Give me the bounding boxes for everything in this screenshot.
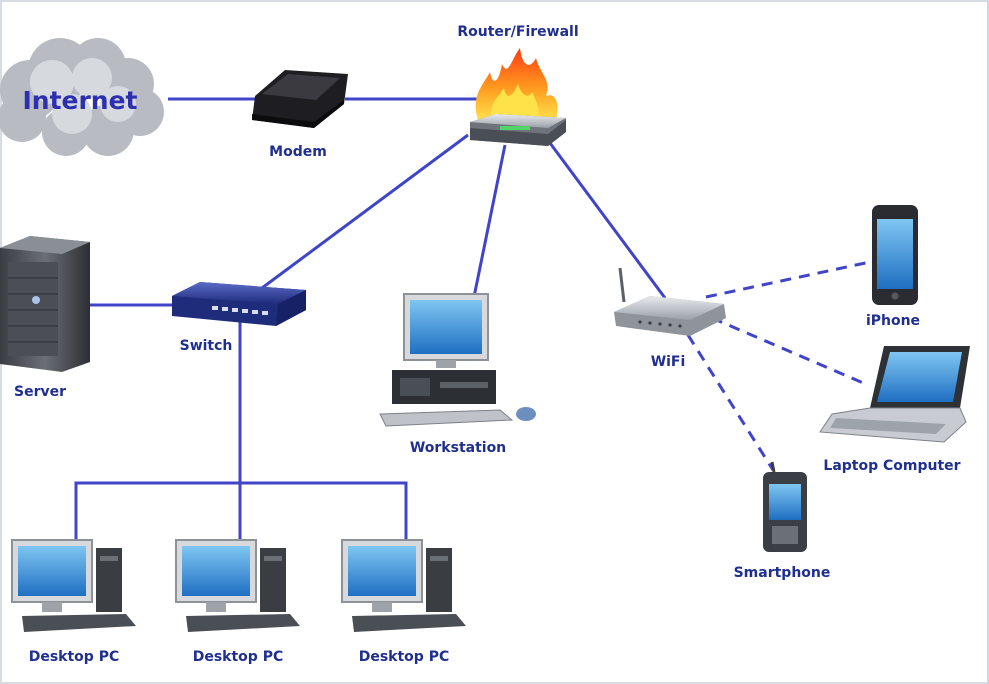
workstation-icon	[379, 293, 536, 427]
laptop-label: Laptop Computer	[823, 458, 960, 474]
wifi-label: WiFi	[651, 354, 686, 370]
desktop-pc-label-2: Desktop PC	[193, 649, 284, 665]
router-icon	[470, 114, 566, 146]
link-router-wifi	[548, 142, 667, 299]
desktop-pc-label-1: Desktop PC	[29, 649, 120, 665]
desktop-pc-icon-1	[11, 539, 136, 632]
laptop-icon	[819, 346, 970, 443]
wireless-links	[686, 260, 871, 471]
internet-label: Internet	[22, 86, 137, 115]
switch-icon	[172, 282, 306, 326]
desktop-pc-icon-2	[175, 539, 300, 632]
link-desktop-bus	[74, 481, 408, 548]
smartphone-icon	[763, 461, 807, 552]
router-label: Router/Firewall	[457, 24, 578, 40]
iphone-icon	[872, 205, 918, 305]
desktop-pc-label-3: Desktop PC	[359, 649, 450, 665]
server-icon	[0, 236, 90, 372]
modem-icon	[252, 70, 348, 128]
wifi-router-icon	[614, 267, 726, 336]
link-wifi-smartphone	[686, 334, 775, 471]
iphone-label: iPhone	[866, 313, 920, 329]
switch-label: Switch	[180, 338, 233, 354]
workstation-label: Workstation	[410, 440, 506, 456]
smartphone-label: Smartphone	[734, 565, 831, 581]
modem-label: Modem	[269, 144, 327, 160]
link-wifi-iphone	[705, 260, 871, 299]
server-label: Server	[14, 384, 66, 400]
internet-cloud-icon: Internet	[0, 38, 164, 156]
wired-links	[74, 97, 667, 548]
link-router-workstation	[472, 144, 507, 298]
desktop-pc-icon-3	[341, 539, 466, 632]
link-router-switch	[261, 133, 469, 290]
firewall-flame-icon	[475, 48, 558, 120]
link-wifi-laptop	[711, 316, 869, 387]
